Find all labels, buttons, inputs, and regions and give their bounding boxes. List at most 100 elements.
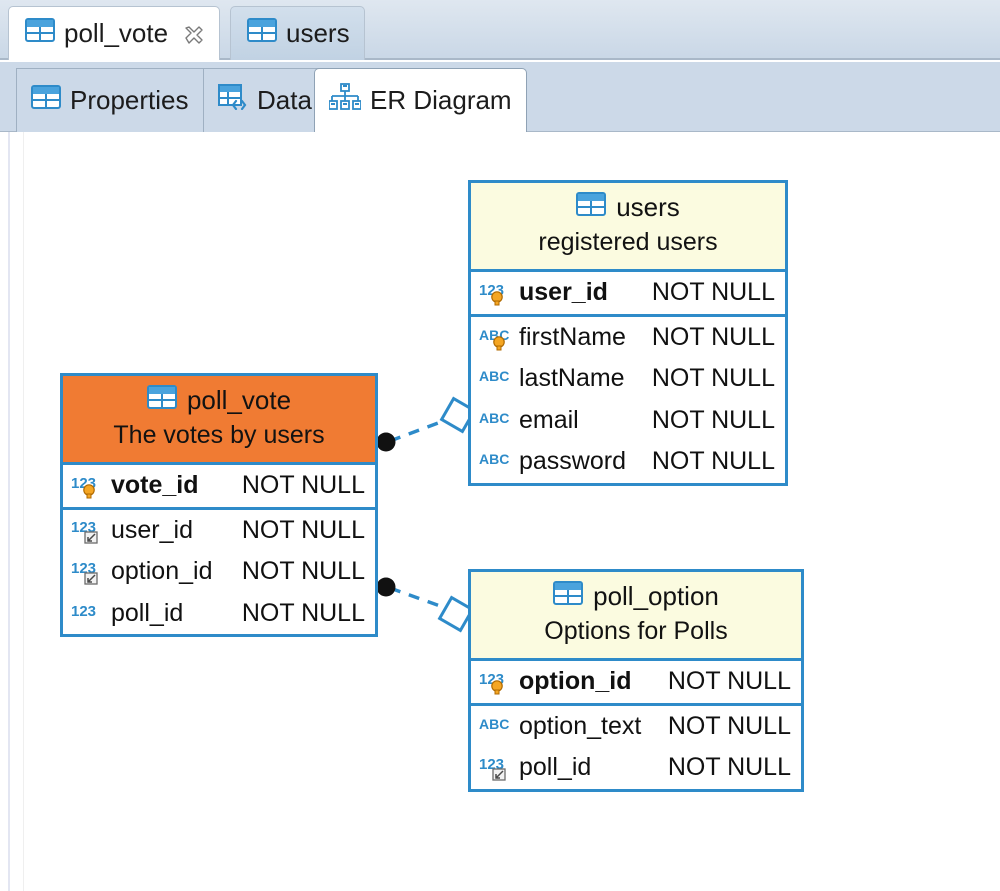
entity-header: poll_option Options for Polls [471, 572, 801, 662]
table-icon [146, 384, 177, 417]
text-abc-icon: ABC [479, 366, 513, 392]
entity-description: Options for Polls [544, 617, 728, 646]
numeric-123-icon: 123 [71, 601, 105, 627]
column-name: option_id [519, 667, 632, 696]
entity-description: registered users [538, 228, 718, 257]
column-nullability: NOT NULL [667, 667, 791, 696]
entity-title-row: poll_option [471, 580, 801, 613]
table-icon [25, 18, 55, 49]
entity-columns-group: 123 user_id NOT NULL 123 [63, 510, 375, 635]
column-row[interactable]: ABC firstName NOT NULL [471, 317, 785, 359]
column-nullability: NOT NULL [241, 471, 365, 500]
text-abc-icon: ABC [479, 449, 513, 475]
entity-name: poll_vote [186, 385, 292, 415]
column-name: email [519, 405, 579, 434]
column-nullability: NOT NULL [651, 447, 775, 476]
column-name: poll_id [519, 753, 592, 782]
primary-key-icon [491, 291, 503, 306]
column-name: vote_id [111, 471, 199, 500]
tab-label: ER Diagram [370, 85, 512, 115]
entity-columns-group: ABC firstName NOT NULL ABC lastNam [471, 317, 785, 483]
close-icon[interactable] [183, 23, 205, 45]
entity-primary-key-group: 123 option_id NOT NULL [471, 661, 801, 706]
tab-data[interactable]: Data [203, 68, 327, 132]
column-row[interactable]: ABC email NOT NULL [471, 400, 785, 442]
column-row[interactable]: 123 user_id NOT NULL [63, 510, 375, 552]
numeric-123-icon: 123 [479, 669, 513, 695]
table-icon [31, 85, 61, 116]
er-diagram-icon [328, 83, 362, 118]
view-tab-bar: Properties Data [0, 62, 1000, 132]
editor-tab-users[interactable]: users [230, 6, 365, 60]
entity-name: poll_option [593, 581, 719, 611]
primary-key-icon [491, 680, 503, 695]
data-grid-icon [218, 84, 248, 117]
svg-text:ABC: ABC [479, 410, 509, 426]
editor-tab-label: poll_vote [64, 18, 169, 48]
relationship-marker-filled-circle [376, 432, 396, 452]
column-name: option_id [111, 557, 213, 586]
table-icon [553, 580, 584, 613]
column-name: user_id [519, 278, 608, 307]
entity-title-row: users [471, 191, 785, 224]
entity-header: users registered users [471, 183, 785, 273]
table-icon [247, 18, 277, 49]
numeric-123-icon: 123 [479, 280, 513, 306]
numeric-123-icon: 123 [71, 518, 105, 544]
column-row[interactable]: 123 poll_id NOT NULL [63, 593, 375, 635]
text-abc-icon: ABC [479, 408, 513, 434]
svg-text:ABC: ABC [479, 451, 509, 467]
column-nullability: NOT NULL [241, 598, 365, 627]
entity-users[interactable]: users registered users 123 user_id NOT N… [468, 180, 788, 486]
entity-title-row: poll_vote [63, 384, 375, 417]
relationship-marker-filled-circle [376, 577, 396, 597]
tab-label: Properties [70, 85, 189, 115]
editor-tab-poll_vote[interactable]: poll_vote [8, 6, 221, 60]
entity-name: users [616, 192, 680, 222]
numeric-123-icon: 123 [71, 473, 105, 499]
foreign-key-icon [84, 530, 98, 544]
editor-tab-bar: poll_vote users [0, 0, 1000, 60]
column-nullability: NOT NULL [667, 711, 791, 740]
relationship-line-poll-option [389, 586, 444, 609]
tab-label: Data [257, 85, 312, 115]
column-name: lastName [519, 364, 625, 393]
column-row[interactable]: 123 vote_id NOT NULL [63, 465, 375, 507]
unique-key-icon [493, 335, 505, 351]
column-name: firstName [519, 322, 626, 351]
column-row[interactable]: 123 poll_id NOT NULL [471, 747, 801, 789]
canvas-left-border-inner [23, 132, 24, 891]
entity-poll_vote[interactable]: poll_vote The votes by users 123 vote_id… [60, 373, 378, 638]
numeric-123-icon: 123 [71, 559, 105, 585]
svg-text:ABC: ABC [479, 368, 509, 384]
tab-properties[interactable]: Properties [16, 68, 204, 132]
entity-poll_option[interactable]: poll_option Options for Polls 123 option… [468, 569, 804, 792]
entity-primary-key-group: 123 vote_id NOT NULL [63, 465, 375, 510]
entity-primary-key-group: 123 user_id NOT NULL [471, 272, 785, 317]
svg-text:123: 123 [71, 603, 96, 620]
column-nullability: NOT NULL [651, 405, 775, 434]
column-row[interactable]: ABC option_text NOT NULL [471, 706, 801, 748]
column-row[interactable]: ABC password NOT NULL [471, 441, 785, 483]
column-name: password [519, 447, 626, 476]
column-name: user_id [111, 515, 193, 544]
column-nullability: NOT NULL [667, 753, 791, 782]
column-row[interactable]: 123 option_id NOT NULL [471, 661, 801, 703]
er-diagram-canvas[interactable]: users registered users 123 user_id NOT N… [0, 132, 1000, 891]
column-nullability: NOT NULL [651, 364, 775, 393]
foreign-key-icon [492, 768, 506, 781]
column-row[interactable]: 123 user_id NOT NULL [471, 272, 785, 314]
column-name: option_text [519, 711, 642, 740]
column-row[interactable]: 123 option_id NOT NULL [63, 551, 375, 593]
tab-er-diagram[interactable]: ER Diagram [314, 68, 527, 132]
entity-header: poll_vote The votes by users [63, 376, 375, 466]
canvas-left-border [8, 132, 10, 891]
entity-columns-group: ABC option_text NOT NULL 123 poll_ [471, 706, 801, 789]
primary-key-icon [83, 484, 95, 499]
column-nullability: NOT NULL [241, 515, 365, 544]
relationship-line-users [389, 418, 447, 443]
foreign-key-icon [84, 572, 98, 585]
column-nullability: NOT NULL [651, 278, 775, 307]
column-row[interactable]: ABC lastName NOT NULL [471, 358, 785, 400]
column-nullability: NOT NULL [241, 557, 365, 586]
